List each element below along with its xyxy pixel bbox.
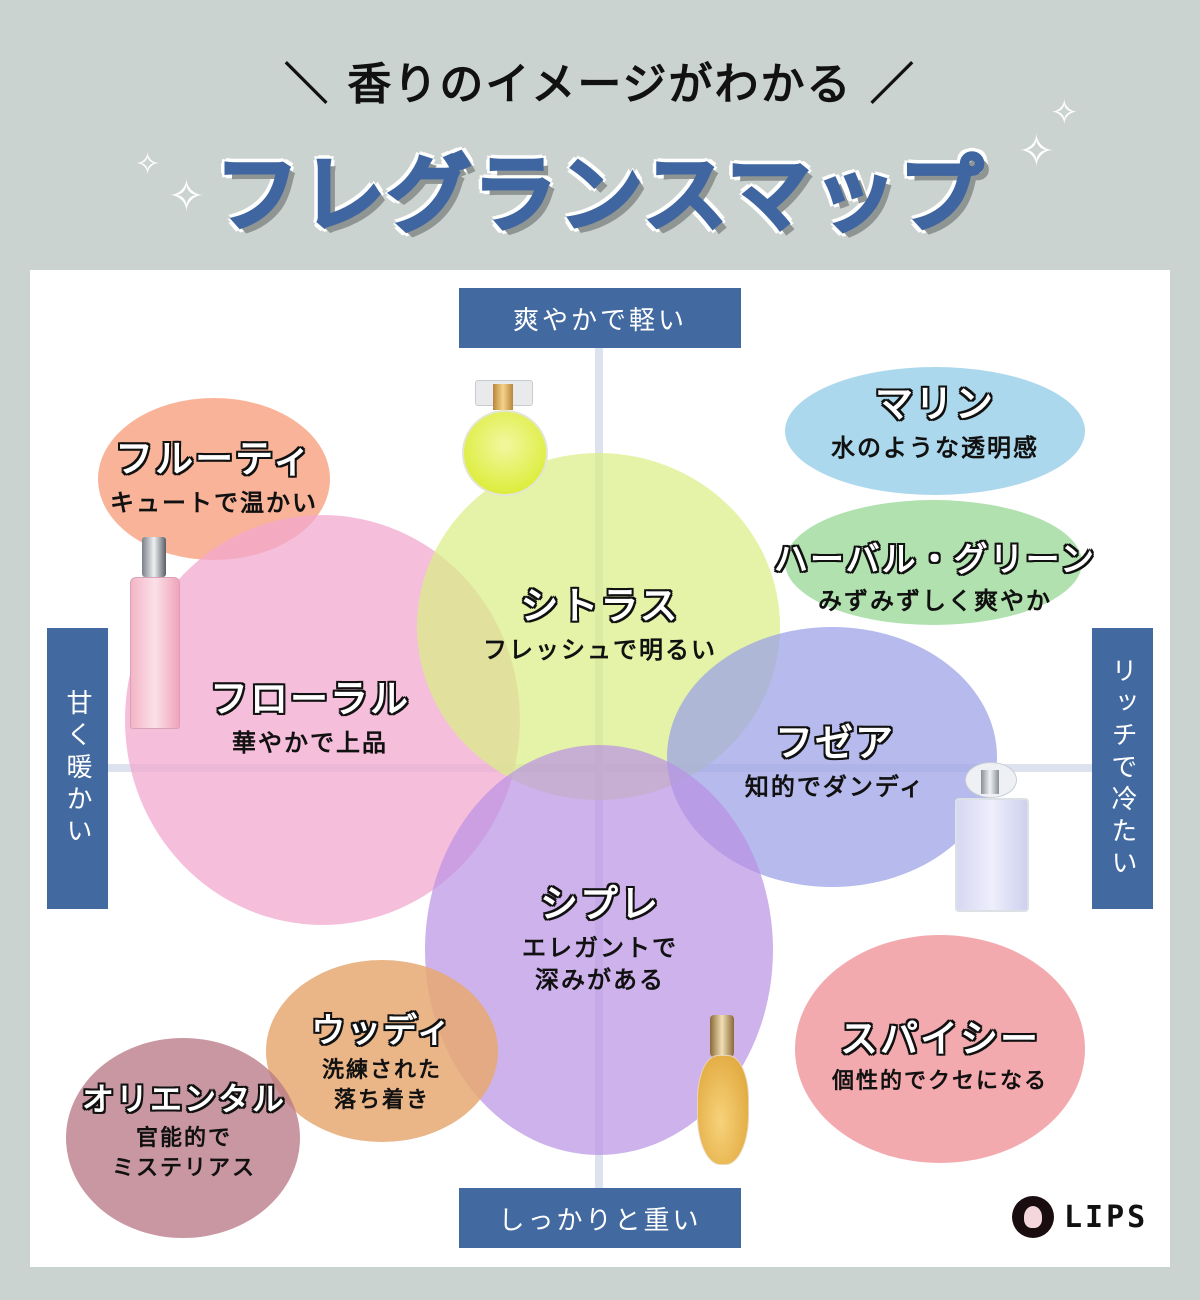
category-desc: 水のような透明感 [831, 434, 1039, 462]
sparkle-icon: ✧ [135, 147, 161, 182]
axis-label-right: リッチで冷たい [1092, 628, 1153, 909]
subtitle: ＼ 香りのイメージがわかる ／ [284, 59, 916, 110]
category-name: フルーティ [115, 437, 313, 481]
fougere-bottle-image [953, 762, 1029, 912]
marine-region [785, 367, 1085, 495]
category-name: シトラス [520, 584, 680, 628]
category-chypre: シプレ エレガントで 深みがある [450, 873, 750, 997]
woody-region [266, 960, 498, 1142]
page-title: フレグランスマップ [214, 145, 985, 246]
category-name: スパイシー [839, 1017, 1040, 1061]
category-name: フローラル [209, 677, 410, 721]
category-name: シプレ [539, 882, 660, 926]
axis-label-left: 甘く暖かい [47, 628, 108, 909]
category-desc-line2: 落ち着き [333, 1087, 430, 1113]
spicy-region [795, 935, 1085, 1163]
lips-logo-text: LIPS [1064, 1199, 1149, 1235]
category-herbal-green: ハーバル・グリーン みずみずしく爽やか [765, 532, 1105, 617]
category-oriental: オリエンタル 官能的で ミステリアス [60, 1074, 308, 1183]
sparkle-icon: ✧ [168, 171, 205, 222]
category-citrus: シトラス フレッシュで明るい [440, 575, 760, 666]
category-desc-line2: 深みがある [535, 966, 665, 995]
category-spicy: スパイシー 個性的でクセになる [795, 1008, 1085, 1097]
oriental-region [66, 1038, 300, 1238]
sparkle-icon: ✧ [1050, 93, 1079, 133]
category-marine: マリン 水のような透明感 [785, 373, 1085, 464]
category-floral: フローラル 華やかで上品 [160, 668, 460, 759]
category-desc: キュートで温かい [110, 489, 318, 517]
citrus-bottle-image [460, 380, 548, 498]
category-desc: 個性的でクセになる [831, 1069, 1048, 1094]
category-woody: ウッディ 洗練された 落ち着き [266, 1003, 498, 1115]
category-desc: みずみずしく爽やか [818, 587, 1052, 615]
lips-deer-icon [1012, 1196, 1054, 1238]
category-fougere: フゼア 知的でダンディ [690, 712, 980, 803]
category-name: フゼア [774, 721, 895, 765]
category-fruity: フルーティ キュートで温かい [98, 428, 330, 519]
lips-logo: LIPS [1012, 1196, 1148, 1238]
category-desc-line1: 官能的で [135, 1126, 232, 1151]
category-name: ハーバル・グリーン [774, 540, 1096, 580]
category-desc: 知的でダンディ [744, 773, 926, 801]
axis-label-bottom: しっかりと重い [459, 1188, 741, 1248]
sparkle-icon: ✧ [1018, 126, 1055, 177]
category-name: オリエンタル [81, 1080, 286, 1118]
category-desc-line2: ミステリアス [111, 1155, 256, 1181]
category-name: ウッディ [311, 1011, 453, 1051]
herbal-region [785, 500, 1082, 625]
category-desc-line1: エレガントで [522, 934, 678, 962]
category-desc-line1: 洗練された [321, 1058, 442, 1083]
floral-bottle-image [128, 537, 180, 729]
chypre-bottle-image [697, 1015, 749, 1165]
category-desc: フレッシュで明るい [483, 636, 717, 664]
category-name: マリン [874, 382, 995, 426]
axis-label-top: 爽やかで軽い [459, 288, 741, 348]
category-desc: 華やかで上品 [232, 729, 388, 757]
